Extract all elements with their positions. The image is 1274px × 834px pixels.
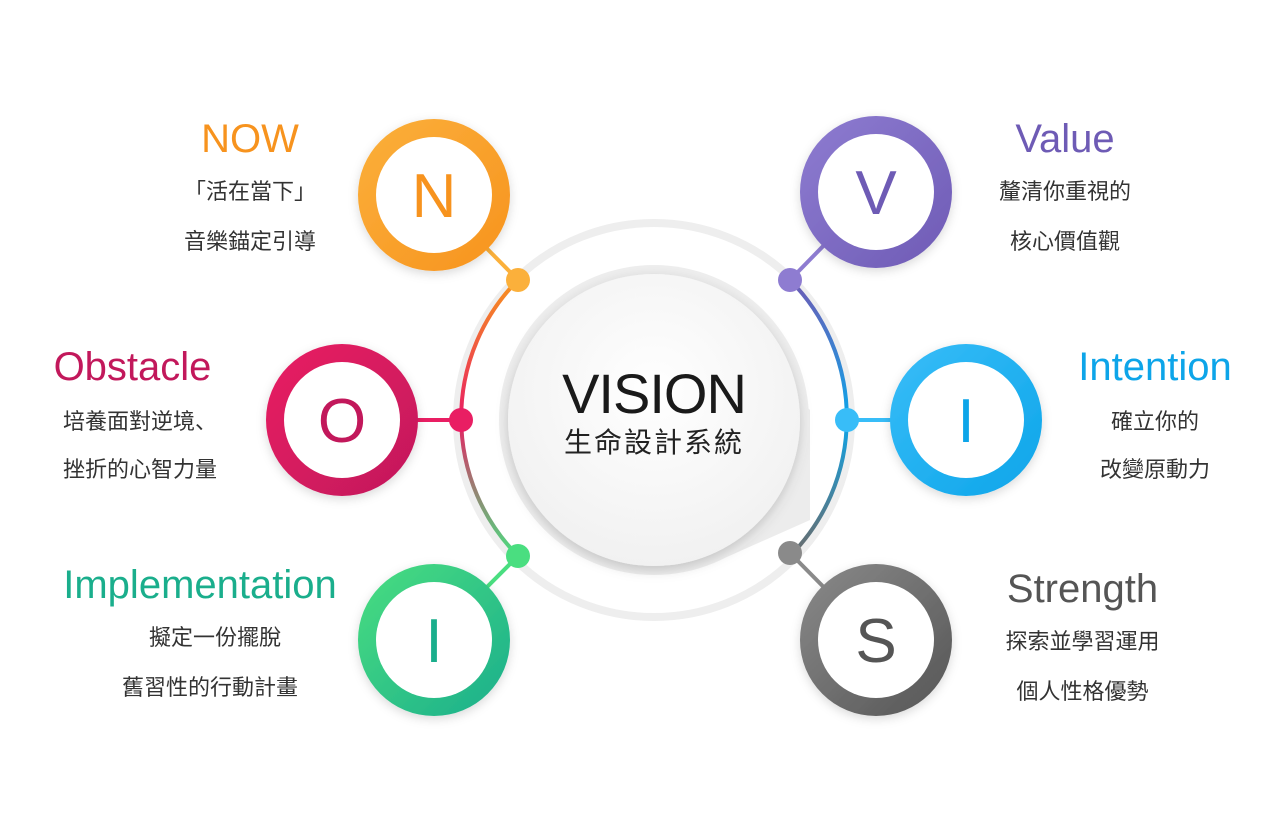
- node-obstacle: O: [266, 344, 418, 496]
- node-title-now: NOW: [201, 117, 299, 161]
- connector-dot-intention: [835, 408, 859, 432]
- node-desc2-value: 核心價值觀: [1009, 230, 1120, 255]
- node-strength: S: [800, 564, 952, 716]
- node-inner-obstacle: [284, 362, 400, 478]
- node-title-obstacle: Obstacle: [53, 345, 212, 389]
- node-letter-intention: I: [957, 387, 974, 456]
- node-title-intention: Intention: [1078, 345, 1232, 389]
- node-desc1-implementation: 擬定一份擺脫: [148, 626, 281, 651]
- node-desc2-intention: 改變原動力: [1099, 458, 1210, 483]
- node-desc2-obstacle: 挫折的心智力量: [62, 458, 217, 483]
- node-letter-obstacle: O: [318, 387, 366, 456]
- connector-dot-implementation: [506, 544, 530, 568]
- node-inner-implementation: [376, 582, 492, 698]
- node-desc2-strength: 個人性格優勢: [1016, 680, 1149, 705]
- node-desc1-intention: 確立你的: [1110, 410, 1199, 435]
- node-intention: I: [890, 344, 1042, 496]
- node-title-implementation: Implementation: [63, 563, 337, 607]
- node-inner-now: [376, 137, 492, 253]
- connector-dot-obstacle: [449, 408, 473, 432]
- nodes: N O I V I S: [266, 116, 1042, 716]
- connectors: [416, 243, 892, 590]
- node-letter-strength: S: [855, 607, 896, 676]
- node-desc1-obstacle: 培養面對逆境、: [62, 410, 217, 435]
- node-desc1-value: 釐清你重視的: [998, 180, 1131, 205]
- node-desc2-implementation: 舊習性的行動計畫: [121, 676, 298, 701]
- connector-dot-value: [778, 268, 802, 292]
- node-letter-implementation: I: [425, 607, 442, 676]
- center-disc: [508, 274, 800, 566]
- connector-dot-strength: [778, 541, 802, 565]
- node-letter-now: N: [412, 162, 457, 231]
- node-desc1-now: 「活在當下」: [183, 180, 316, 205]
- node-letter-value: V: [855, 159, 897, 228]
- node-desc2-now: 音樂錨定引導: [183, 230, 316, 255]
- node-desc1-strength: 探索並學習運用: [1005, 630, 1160, 655]
- node-inner-intention: [908, 362, 1024, 478]
- node-value: V: [800, 116, 952, 268]
- node-implementation: I: [358, 564, 510, 716]
- node-now: N: [358, 119, 510, 271]
- node-title-value: Value: [1015, 117, 1115, 161]
- connector-dot-now: [506, 268, 530, 292]
- center-title: VISION: [562, 362, 747, 425]
- node-title-strength: Strength: [1006, 567, 1159, 611]
- center-subtitle: 生命設計系統: [563, 426, 744, 459]
- node-inner-value: [818, 134, 934, 250]
- node-inner-strength: [818, 582, 934, 698]
